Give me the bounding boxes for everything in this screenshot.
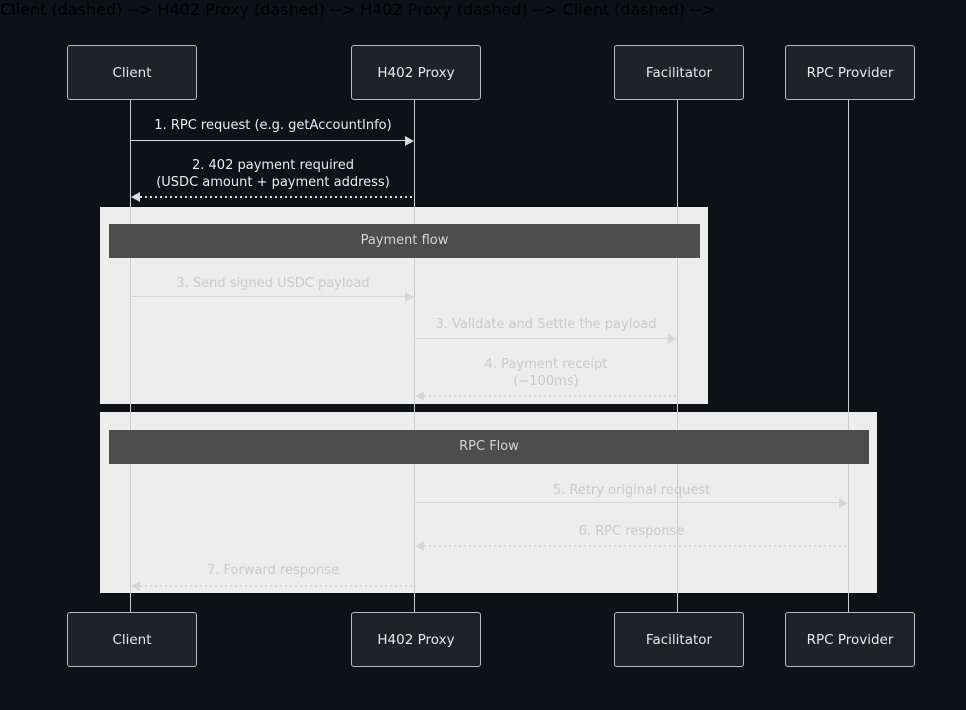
message-1-line <box>131 140 407 141</box>
actor-h402-proxy-label: H402 Proxy <box>377 631 455 648</box>
message-2-line1: 2. 402 payment required <box>192 158 354 173</box>
message-4-label: 4. Payment receipt (~100ms) <box>415 356 677 390</box>
message-2-line <box>140 196 415 198</box>
actor-facilitator-label: Facilitator <box>645 631 713 648</box>
actor-h402-proxy-bottom: H402 Proxy <box>351 612 481 667</box>
message-4-line1: 4. Payment receipt <box>484 357 608 372</box>
message-3b-line <box>415 338 669 339</box>
message-3-line <box>131 296 407 297</box>
section-title-rpc-flow: RPC Flow <box>109 430 869 464</box>
message-1-label: 1. RPC request (e.g. getAccountInfo) <box>154 118 392 133</box>
actor-facilitator-label: Facilitator <box>645 64 713 81</box>
message-7-label: 7. Forward response <box>207 563 339 578</box>
lifeline-rpc-provider <box>848 100 849 614</box>
message-4-arrowhead-left <box>415 391 424 401</box>
lifeline-client <box>130 100 131 614</box>
message-2-label: 2. 402 payment required (USDC amount + p… <box>131 157 415 191</box>
message-1-arrowhead-right <box>405 136 414 146</box>
section-title-payment-flow: Payment flow <box>109 224 700 258</box>
message-2-line2: (USDC amount + payment address) <box>156 175 390 190</box>
actor-facilitator-bottom: Facilitator <box>614 612 744 667</box>
message-5-arrowhead-right <box>839 498 848 508</box>
message-3b-arrowhead-right <box>668 334 677 344</box>
actor-rpc-provider-label: RPC Provider <box>806 64 894 81</box>
actor-rpc-provider-top: RPC Provider <box>785 45 915 100</box>
message-6-arrowhead-left <box>415 541 424 551</box>
actor-rpc-provider-bottom: RPC Provider <box>785 612 915 667</box>
message-6-label: 6. RPC response <box>578 524 685 539</box>
actor-rpc-provider-label: RPC Provider <box>806 631 894 648</box>
actor-client-label: Client <box>112 631 152 648</box>
message-4-line2: (~100ms) <box>513 374 579 389</box>
message-3b-label: 3. Validate and Settle the payload <box>435 317 657 332</box>
message-3-label: 3. Send signed USDC payload <box>176 276 370 291</box>
lifeline-facilitator <box>677 100 678 614</box>
actor-facilitator-top: Facilitator <box>614 45 744 100</box>
message-5-label: 5. Retry original request <box>552 483 711 498</box>
actor-client-label: Client <box>112 64 152 81</box>
message-2-arrowhead-left <box>131 192 140 202</box>
message-7-arrowhead-left <box>131 581 140 591</box>
lifeline-h402-proxy <box>414 100 415 614</box>
message-7-line <box>140 585 415 587</box>
actor-h402-proxy-label: H402 Proxy <box>377 64 455 81</box>
message-5-line <box>415 502 840 503</box>
actor-client-top: Client <box>67 45 197 100</box>
message-6-line <box>424 545 848 547</box>
actor-client-bottom: Client <box>67 612 197 667</box>
message-4-line <box>424 395 677 397</box>
actor-h402-proxy-top: H402 Proxy <box>351 45 481 100</box>
message-3-arrowhead-right <box>405 292 414 302</box>
